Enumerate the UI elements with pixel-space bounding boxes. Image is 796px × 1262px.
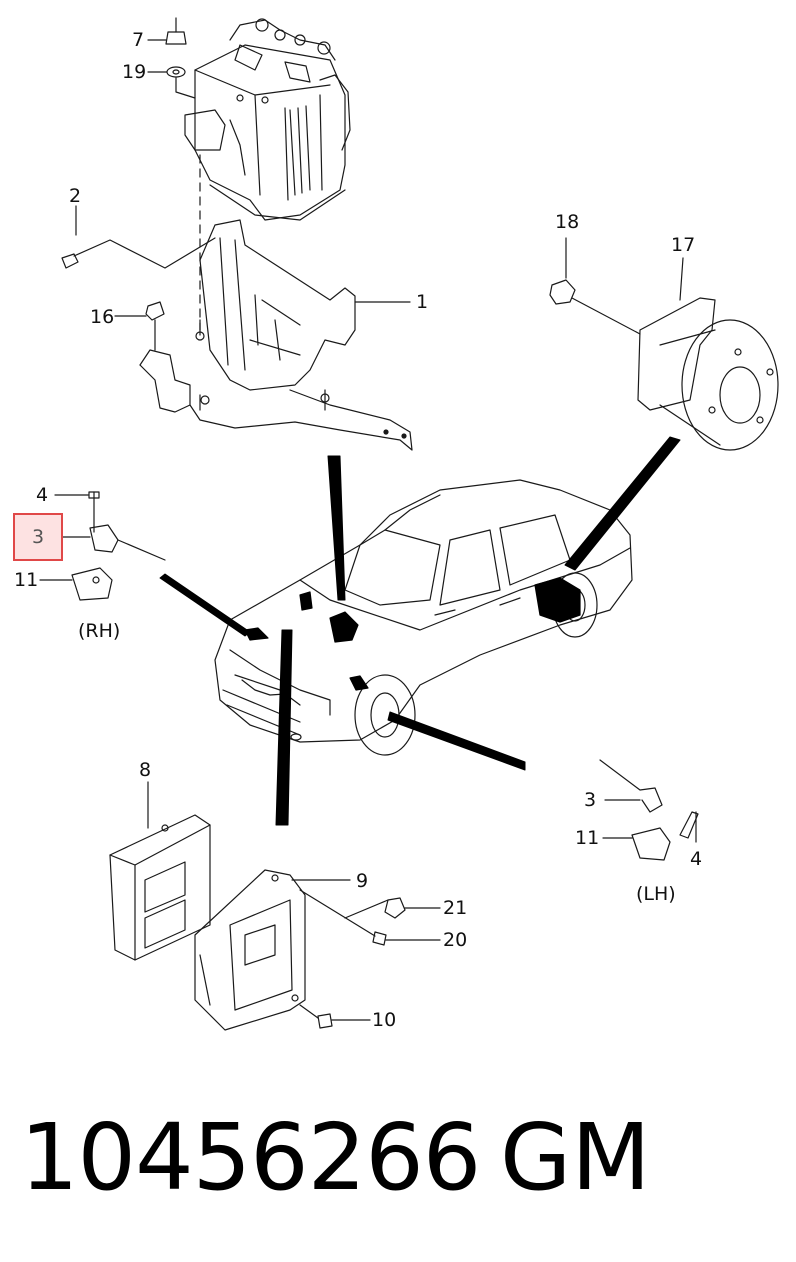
callout-2: 2	[69, 185, 82, 207]
nut-21	[344, 897, 441, 919]
label-lh: (LH)	[636, 883, 676, 905]
bolt-20	[299, 889, 441, 946]
ecu-bracket-9	[194, 869, 351, 1031]
hub-17	[637, 257, 779, 451]
callout-18: 18	[555, 211, 580, 233]
callout-17: 17	[671, 234, 696, 256]
bracket-1	[139, 219, 413, 451]
callout-1: 1	[416, 291, 429, 313]
nut-7	[147, 17, 187, 45]
bolt-2	[61, 205, 216, 269]
callout-19: 19	[122, 61, 147, 83]
part-number: 10456266	[20, 1104, 481, 1211]
washer-19	[147, 66, 196, 99]
callout-9: 9	[356, 870, 369, 892]
callout-4-lh: 4	[690, 848, 703, 870]
callout-11-rh: 11	[14, 569, 39, 591]
callout-4-rh: 4	[36, 484, 49, 506]
label-rh: (RH)	[78, 620, 121, 642]
highlighted-callout-3-rh[interactable]: 3	[13, 513, 63, 561]
manufacturer: GM	[500, 1104, 651, 1211]
bolt-10	[299, 1004, 371, 1029]
callout-8: 8	[139, 759, 152, 781]
sensor-lh	[599, 759, 699, 861]
callout-10: 10	[372, 1009, 397, 1031]
abs-modulator	[184, 18, 351, 221]
callout-20: 20	[443, 929, 468, 951]
callout-3-lh: 3	[584, 789, 597, 811]
parts-diagram	[39, 17, 779, 1031]
callout-3-rh: 3	[31, 526, 45, 548]
nut-18	[549, 237, 641, 335]
callout-16: 16	[90, 306, 115, 328]
ecu-8	[109, 781, 211, 961]
callout-11-lh: 11	[575, 827, 600, 849]
callout-21: 21	[443, 897, 468, 919]
sensor-rh	[39, 491, 166, 601]
nut-16	[114, 301, 165, 351]
callout-7: 7	[132, 29, 145, 51]
